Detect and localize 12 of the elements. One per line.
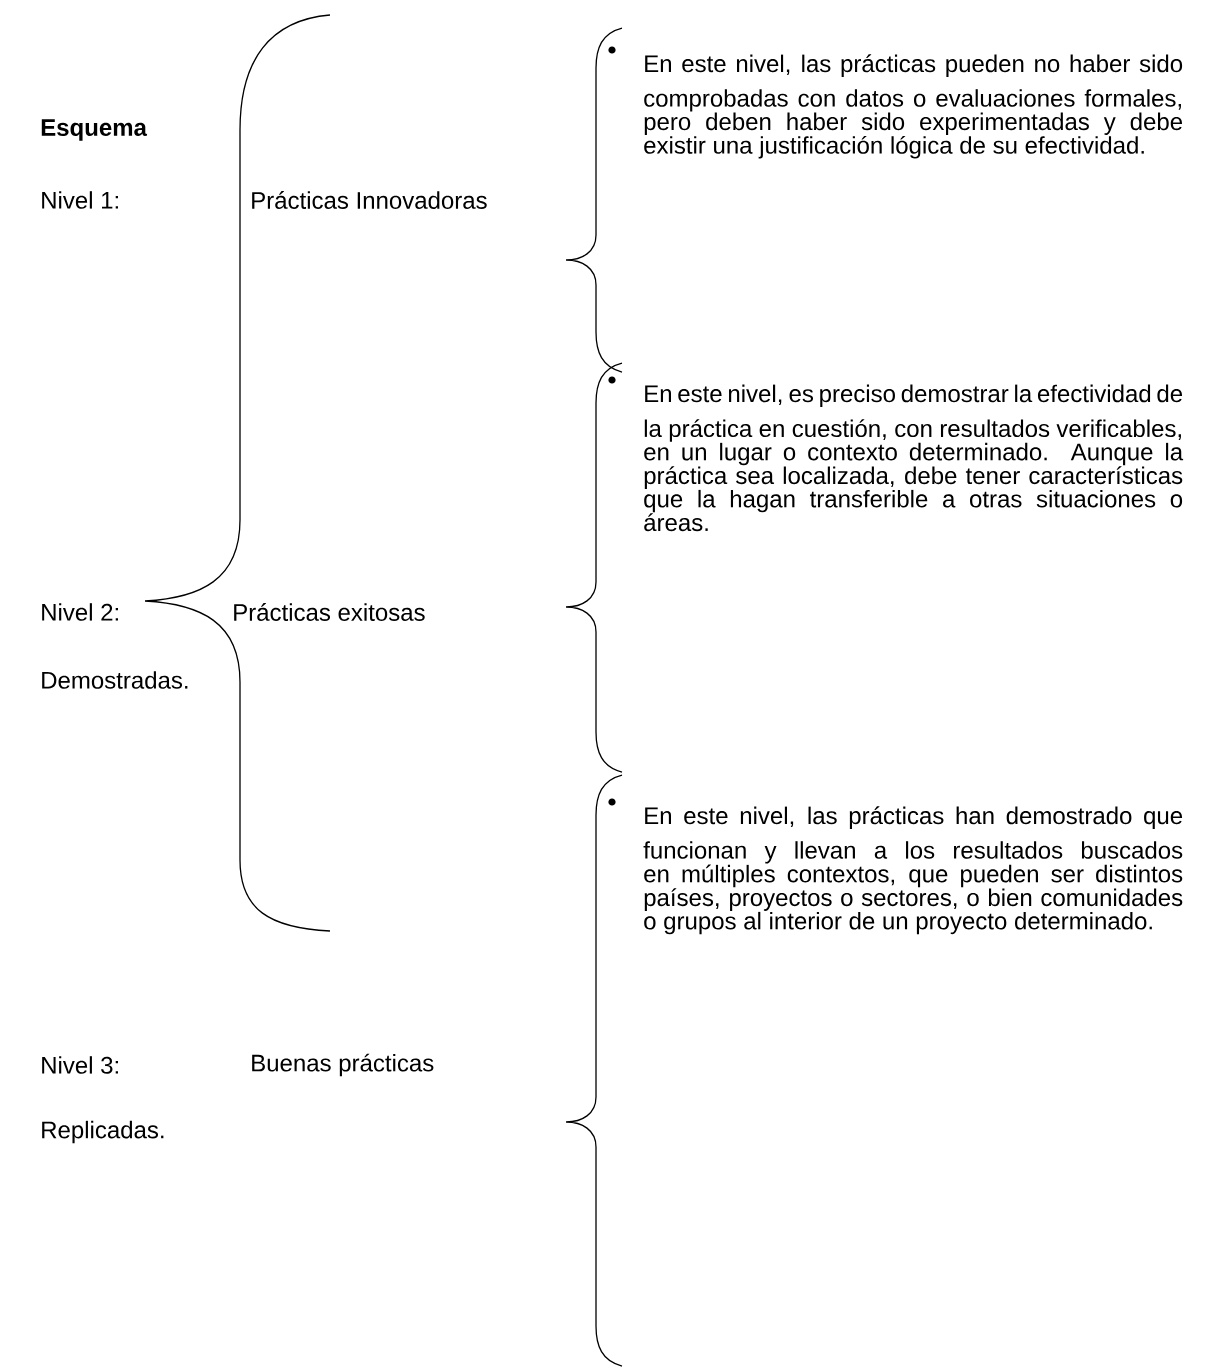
level-label: Nivel 3:	[42, 1056, 118, 1074]
description-text: En este nivel, es preciso demostrar la efectividad de la práctica en cuestión, con resultados verificables, en un lugar o contexto determinado. Aunque la práctica sea localizada, debe tener características que la hagan transferible a otras situaciones o áreas.	[644, 384, 1184, 532]
level-label: Nivel 2:	[42, 603, 118, 621]
title: Esquema	[41, 119, 148, 141]
description-text: En este nivel, las prácticas pueden no haber sido comprobadas con datos o evaluaciones formales, pero deben haber sido experimentadas y debe existir una justificación lógica de su efectividad.	[644, 54, 1183, 159]
practice-label: Buenas prácticas	[252, 1053, 434, 1077]
level-name: Replicadas.	[42, 1120, 164, 1144]
description-text: En este nivel, las prácticas han demostrado que funcionan y llevan a los resultados buscados en múltiples contextos, que pueden ser distintos países, proyectos o sectores, o bien comunidades o grupos al interior de un proyecto determinado.	[643, 806, 1183, 935]
level-name: Demostradas.	[42, 671, 188, 689]
practice-label: Prácticas Innovadoras	[252, 191, 487, 209]
practice-label: Prácticas exitosas	[234, 603, 425, 621]
level-label: Nivel 1:	[42, 191, 118, 209]
